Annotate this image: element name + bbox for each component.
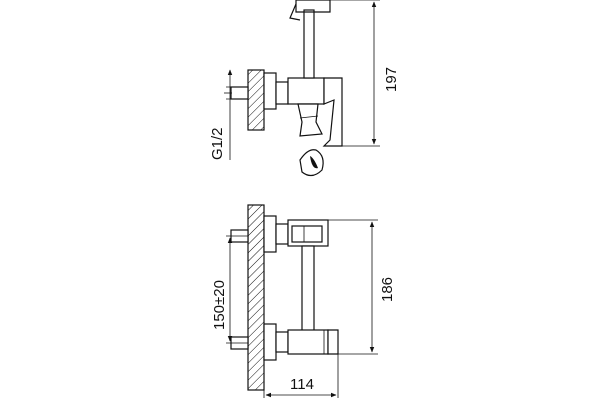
eccentric-connector-top <box>230 86 249 100</box>
nut-lower <box>275 331 289 353</box>
nut-upper <box>275 223 289 245</box>
side-view: G1/2 197 <box>209 0 400 177</box>
body-end-cap <box>327 329 339 355</box>
mixer-body-side <box>287 77 325 105</box>
centers-label: 150±20 <box>211 280 228 330</box>
nut-top <box>275 81 289 105</box>
flange-top <box>263 72 277 110</box>
front-view: 150±20 186 114 <box>211 204 396 398</box>
holder-hook <box>289 3 301 21</box>
width-label: 114 <box>290 376 314 393</box>
outlet-thread-line <box>299 115 319 119</box>
outlet-side <box>297 103 323 137</box>
flange-upper <box>263 215 277 253</box>
mixer-body-front <box>287 329 329 355</box>
thread-label: G1/2 <box>209 127 226 160</box>
riser-bar-front <box>301 245 315 333</box>
flange-lower <box>263 323 277 361</box>
shower-holder-side <box>295 0 331 13</box>
wall-section-top <box>247 69 265 131</box>
lever-cap-mark <box>310 156 318 169</box>
height-front-label: 186 <box>379 277 396 302</box>
height-side-label: 197 <box>383 67 400 92</box>
wall-section-bottom <box>247 204 265 391</box>
lever-side <box>322 77 343 147</box>
riser-pipe-side <box>303 9 315 79</box>
handle-front <box>291 225 323 243</box>
